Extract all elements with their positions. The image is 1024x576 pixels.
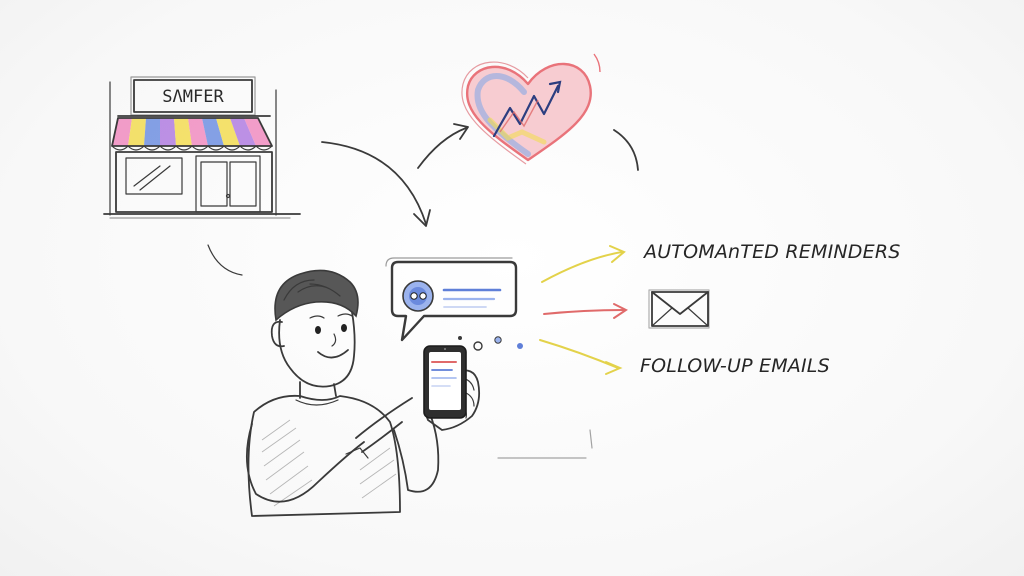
- envelope-icon: [648, 289, 710, 329]
- heart-growth-icon: [461, 53, 601, 165]
- store-sign: [133, 79, 253, 113]
- stray-arc: [613, 129, 639, 171]
- store-sign-text: SΛMFER: [162, 87, 224, 107]
- storefront-icon: SΛMFER: [103, 76, 301, 276]
- label-automated-reminders: AUTOMAnTED REMINDERS: [644, 241, 901, 263]
- chat-bubble-icon: [385, 257, 523, 351]
- person-icon: [245, 269, 481, 517]
- arrow-to-emails: [539, 339, 623, 375]
- store-awning: [111, 117, 273, 151]
- arrow-to-heart: [417, 123, 469, 169]
- label-follow-up-emails: FOLLOW-UP EMAILS: [640, 355, 830, 377]
- arrow-store-to-chat: [321, 141, 431, 227]
- arrow-to-reminders: [541, 245, 626, 283]
- background-lines: [497, 429, 593, 459]
- smartphone-icon: [423, 345, 467, 419]
- arrow-to-envelope: [543, 303, 628, 319]
